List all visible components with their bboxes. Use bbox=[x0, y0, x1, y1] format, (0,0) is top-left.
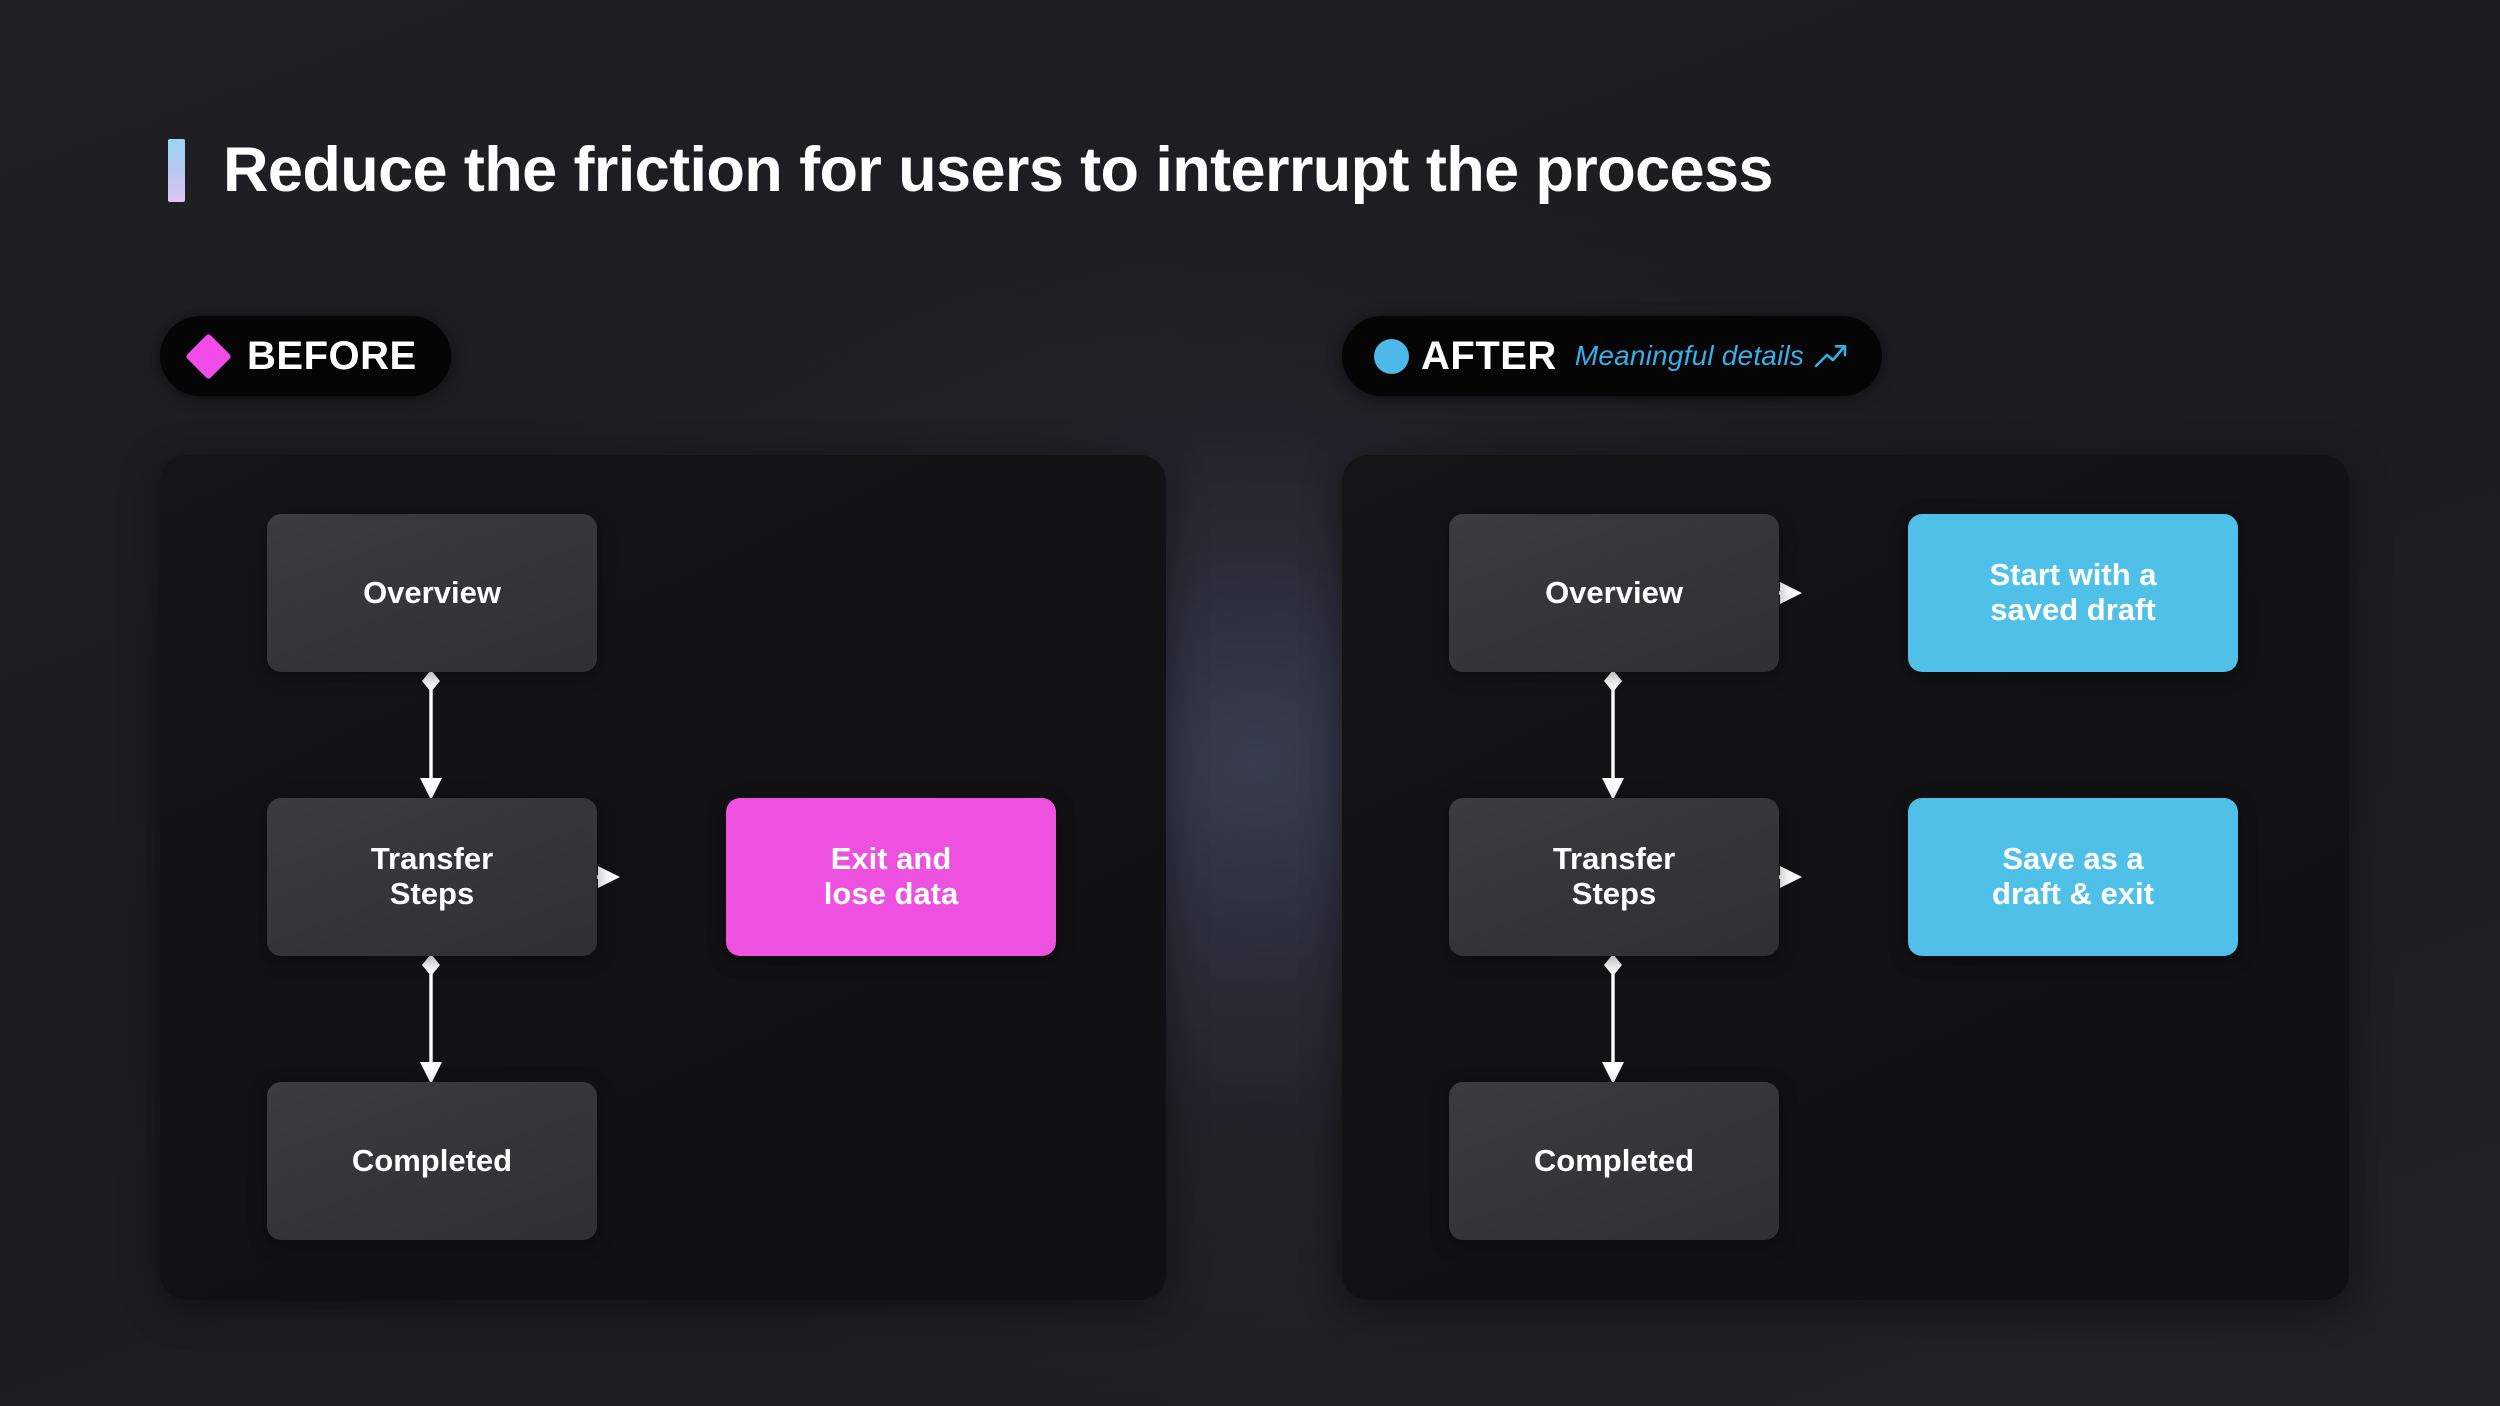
title-accent-bar bbox=[168, 139, 185, 202]
node-label: Completed bbox=[351, 1142, 513, 1178]
badge-before-label: BEFORE bbox=[247, 334, 417, 378]
node-after-save-exit[interactable]: Save as a draft & exit bbox=[1908, 798, 2238, 956]
node-label: Transfer Steps bbox=[370, 841, 494, 911]
node-label: Save as a draft & exit bbox=[1992, 841, 2154, 911]
badge-before: BEFORE bbox=[160, 316, 451, 396]
circle-icon bbox=[1374, 338, 1409, 374]
node-before-transfer[interactable]: Transfer Steps bbox=[267, 798, 597, 956]
node-label: Overview bbox=[363, 574, 501, 610]
node-label: Transfer Steps bbox=[1552, 841, 1676, 911]
node-before-completed[interactable]: Completed bbox=[267, 1082, 597, 1240]
node-after-start-draft[interactable]: Start with a saved draft bbox=[1908, 514, 2238, 672]
page-title: Reduce the friction for users to interru… bbox=[168, 139, 1773, 202]
node-before-exit[interactable]: Exit and lose data bbox=[726, 798, 1056, 956]
edge-overview-transfer bbox=[420, 670, 442, 800]
page-title-text: Reduce the friction for users to interru… bbox=[223, 135, 1773, 205]
node-label: Start with a saved draft bbox=[1989, 557, 2157, 627]
edge-transfer-completed bbox=[1602, 954, 1624, 1084]
node-after-completed[interactable]: Completed bbox=[1449, 1082, 1779, 1240]
edge-overview-transfer bbox=[1602, 670, 1624, 800]
badge-after-note-text: Meaningful details bbox=[1574, 340, 1805, 371]
badge-after: AFTER Meaningful details bbox=[1342, 316, 1883, 396]
node-label: Overview bbox=[1545, 574, 1683, 610]
trending-up-icon bbox=[1814, 345, 1847, 368]
node-label: Exit and lose data bbox=[823, 841, 959, 911]
badge-after-label: AFTER bbox=[1421, 334, 1557, 378]
node-after-overview[interactable]: Overview bbox=[1449, 514, 1779, 672]
node-before-overview[interactable]: Overview bbox=[267, 514, 597, 672]
node-label: Completed bbox=[1533, 1142, 1695, 1178]
node-after-transfer[interactable]: Transfer Steps bbox=[1449, 798, 1779, 956]
diamond-icon bbox=[185, 332, 232, 380]
badge-after-note: Meaningful details bbox=[1575, 342, 1848, 370]
edge-transfer-completed bbox=[420, 954, 442, 1084]
